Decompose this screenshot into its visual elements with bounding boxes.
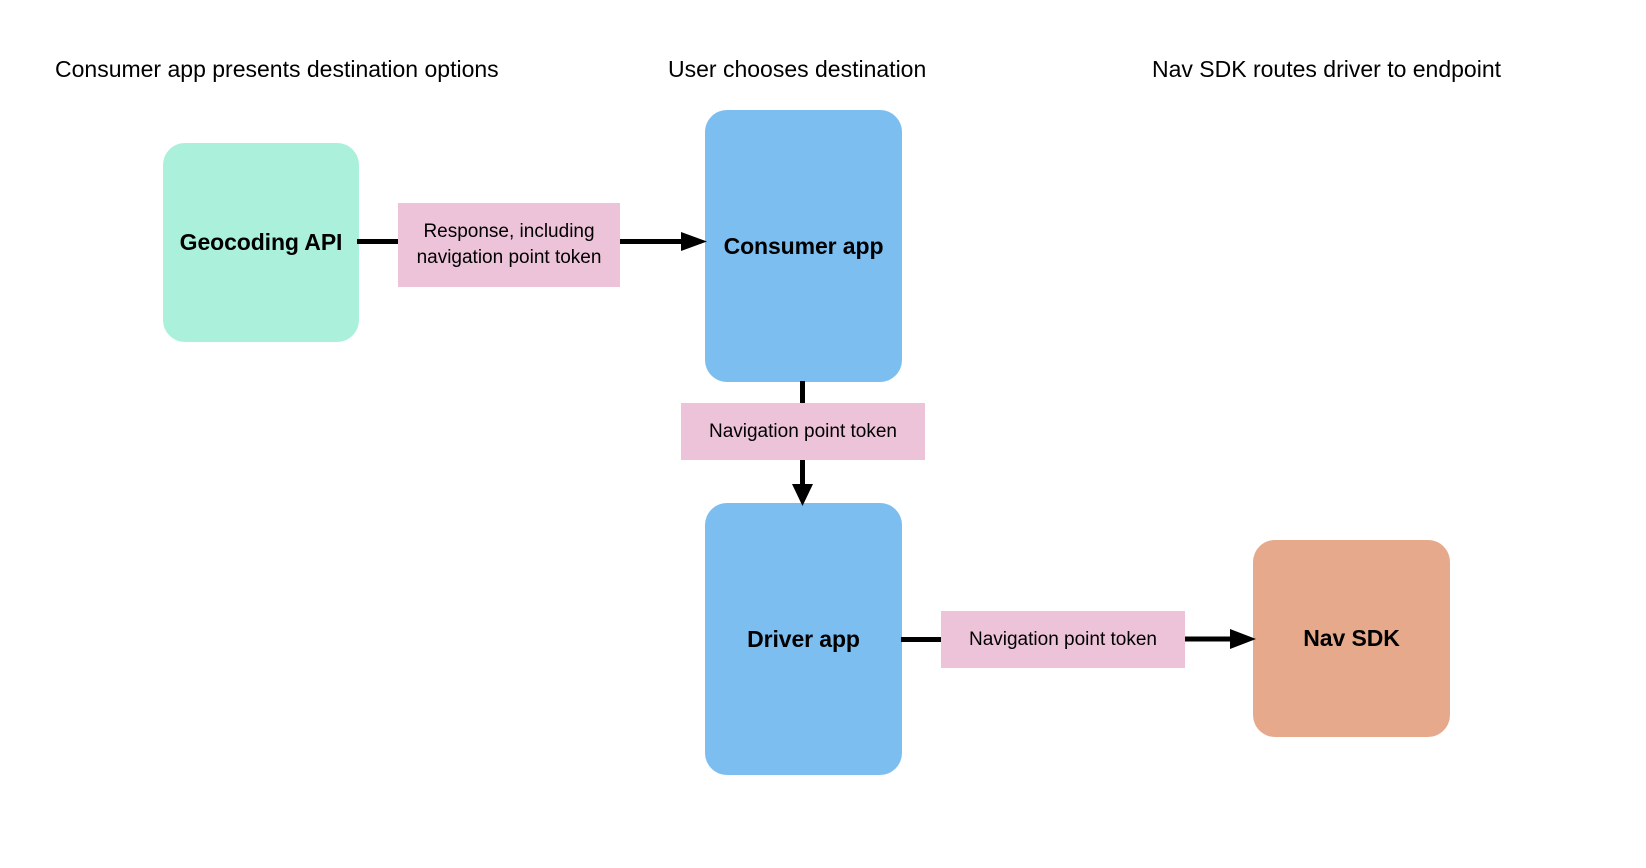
column-header-navsdk: Nav SDK routes driver to endpoint — [1152, 56, 1502, 82]
column-header-user: User chooses destination — [668, 56, 927, 82]
edge-label-navigation-point-token-driver-to-navsdk: Navigation point token — [941, 611, 1185, 668]
node-geocoding-api: Geocoding API — [163, 143, 359, 342]
connector-label-to-consumer-app-arrow — [619, 232, 707, 251]
node-consumer-app: Consumer app — [705, 110, 902, 382]
edge-label-response-including-navigation-point-token: Response, including navigation point tok… — [398, 203, 620, 287]
node-nav-sdk: Nav SDK — [1253, 540, 1450, 737]
node-driver-app: Driver app — [705, 503, 902, 775]
edge-label-navigation-point-token-consumer-to-driver: Navigation point token — [681, 403, 925, 460]
arrow-down-icon — [792, 458, 813, 506]
connector-label-to-driver-app-arrow — [790, 458, 815, 506]
connector-driver-app-to-label — [901, 637, 943, 642]
connector-label-to-nav-sdk-arrow — [1184, 625, 1256, 653]
arrow-right-icon — [619, 232, 707, 251]
connector-consumer-app-to-label — [800, 381, 805, 405]
column-header-consumer: Consumer app presents destination option… — [55, 56, 499, 82]
arrow-right-icon — [1184, 629, 1256, 649]
connector-geocoding-to-label — [357, 239, 400, 244]
